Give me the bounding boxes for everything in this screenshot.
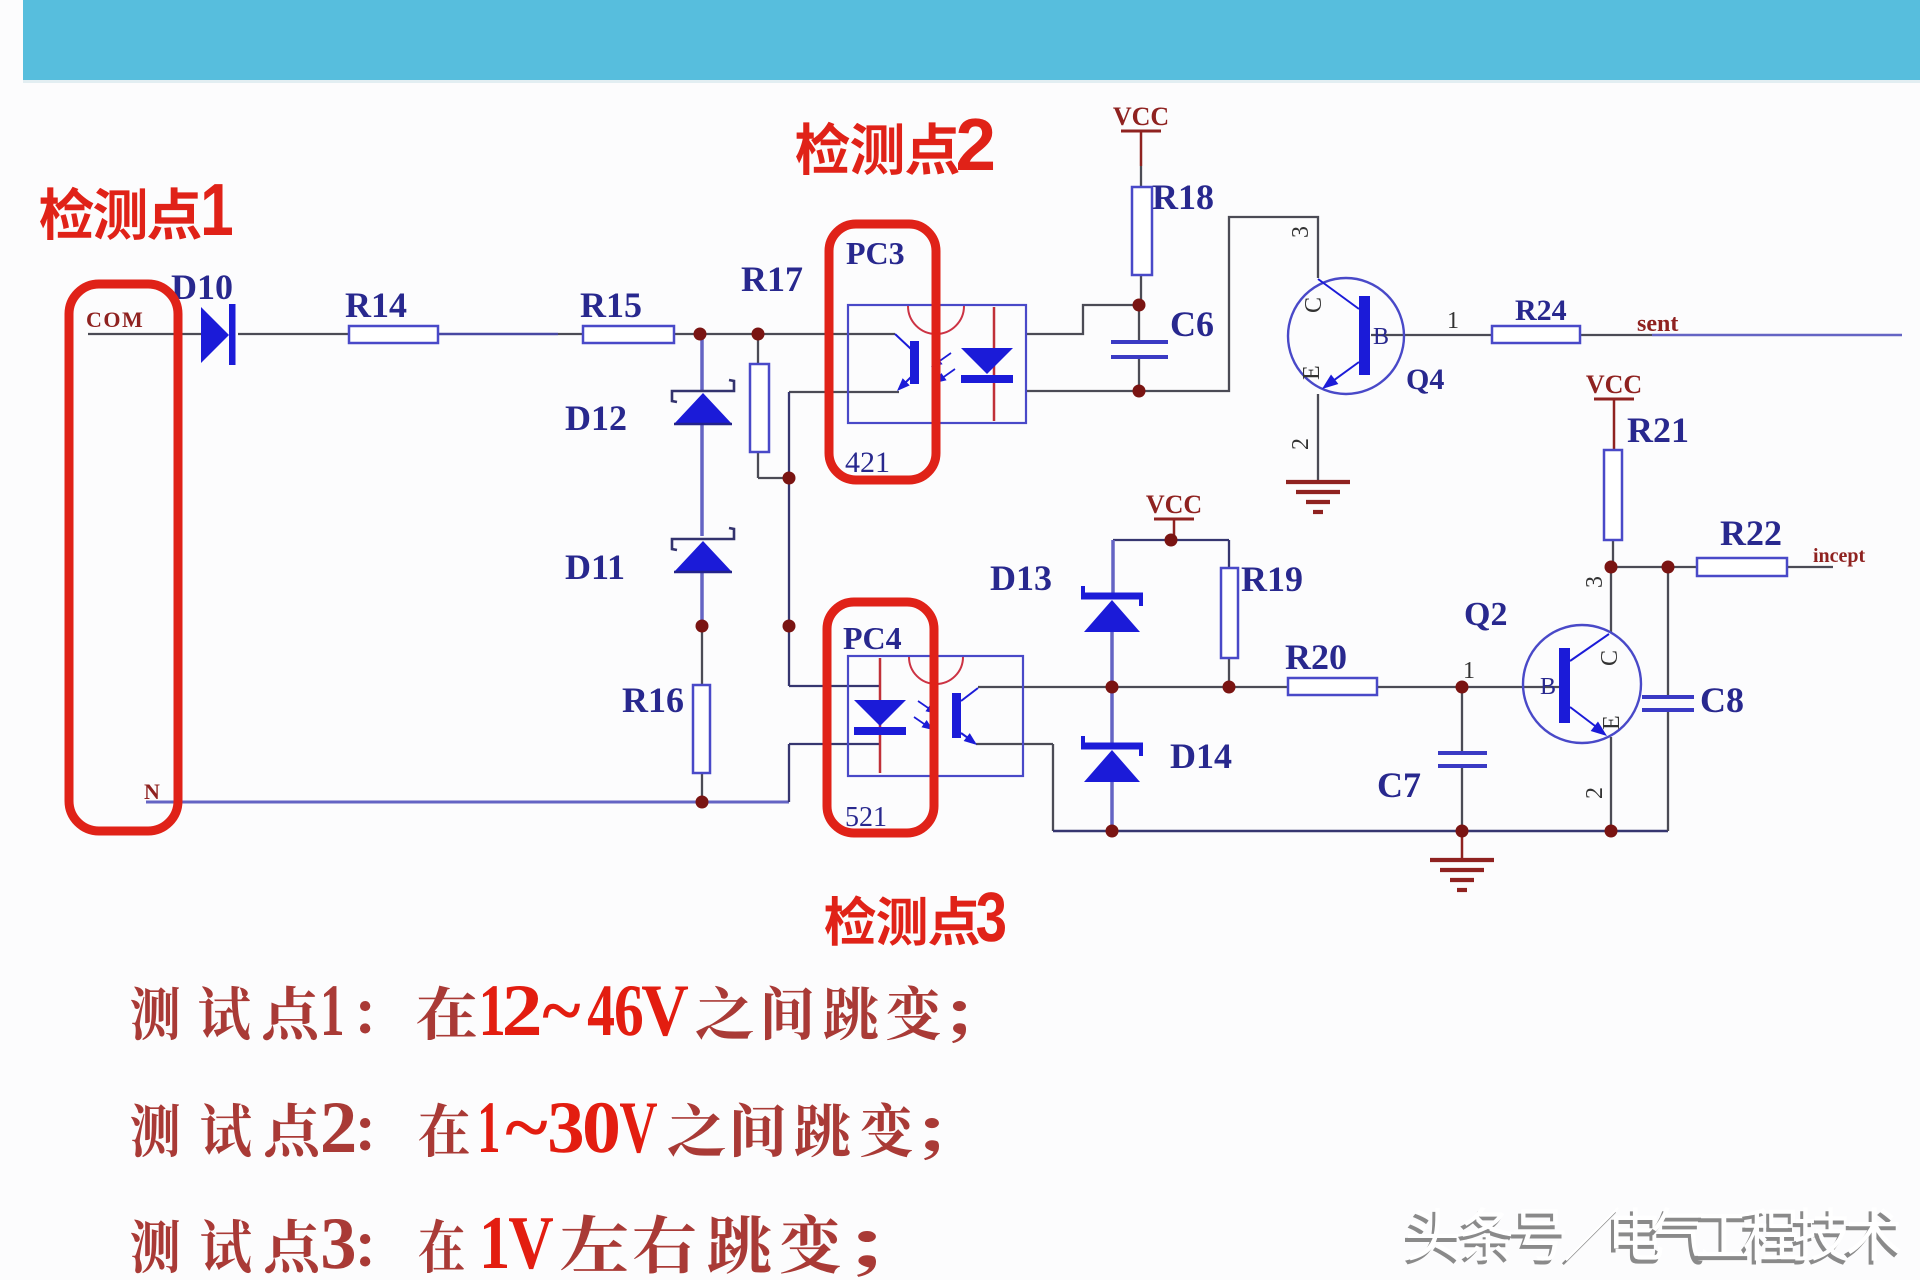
svg-text:3: 3 xyxy=(1582,576,1608,588)
svg-text:PC4: PC4 xyxy=(843,620,902,656)
svg-text:VCC: VCC xyxy=(1146,490,1202,519)
svg-text:PC3: PC3 xyxy=(846,235,905,271)
svg-text:D11: D11 xyxy=(565,547,625,587)
svg-text:D10: D10 xyxy=(171,267,233,307)
svg-text:N: N xyxy=(144,779,160,804)
svg-text:C: C xyxy=(1301,297,1327,313)
svg-text:D13: D13 xyxy=(990,558,1052,598)
svg-text:Q4: Q4 xyxy=(1406,363,1444,396)
svg-text:incept: incept xyxy=(1813,545,1866,567)
svg-text:E: E xyxy=(1599,715,1625,730)
svg-text:sent: sent xyxy=(1637,311,1678,337)
svg-text:C8: C8 xyxy=(1700,680,1744,720)
svg-text:E: E xyxy=(1299,365,1325,380)
svg-text:C7: C7 xyxy=(1377,765,1421,805)
svg-text:1: 1 xyxy=(1447,308,1459,334)
svg-text:VCC: VCC xyxy=(1113,102,1169,131)
svg-text:R14: R14 xyxy=(345,285,407,325)
svg-text:R19: R19 xyxy=(1241,559,1303,599)
svg-text:R17: R17 xyxy=(741,259,803,299)
svg-text:D12: D12 xyxy=(565,398,627,438)
svg-text:3: 3 xyxy=(1288,226,1314,238)
svg-text:COM: COM xyxy=(86,307,144,332)
svg-text:1: 1 xyxy=(1463,658,1475,684)
svg-text:2: 2 xyxy=(1288,438,1314,450)
svg-text:2: 2 xyxy=(1582,787,1608,799)
svg-text:R16: R16 xyxy=(622,680,684,720)
svg-text:B: B xyxy=(1373,324,1389,350)
svg-text:VCC: VCC xyxy=(1586,370,1642,399)
svg-text:D14: D14 xyxy=(1170,736,1232,776)
svg-text:Q2: Q2 xyxy=(1464,596,1507,633)
svg-text:421: 421 xyxy=(845,446,890,479)
svg-text:R18: R18 xyxy=(1152,177,1214,217)
svg-text:R21: R21 xyxy=(1627,410,1689,450)
svg-text:R22: R22 xyxy=(1720,513,1782,553)
svg-text:R15: R15 xyxy=(580,285,642,325)
svg-text:C6: C6 xyxy=(1170,304,1214,344)
svg-text:R24: R24 xyxy=(1515,294,1567,327)
svg-text:R20: R20 xyxy=(1285,637,1347,677)
svg-text:B: B xyxy=(1540,674,1556,700)
svg-text:C: C xyxy=(1597,650,1623,666)
svg-text:521: 521 xyxy=(845,802,887,833)
